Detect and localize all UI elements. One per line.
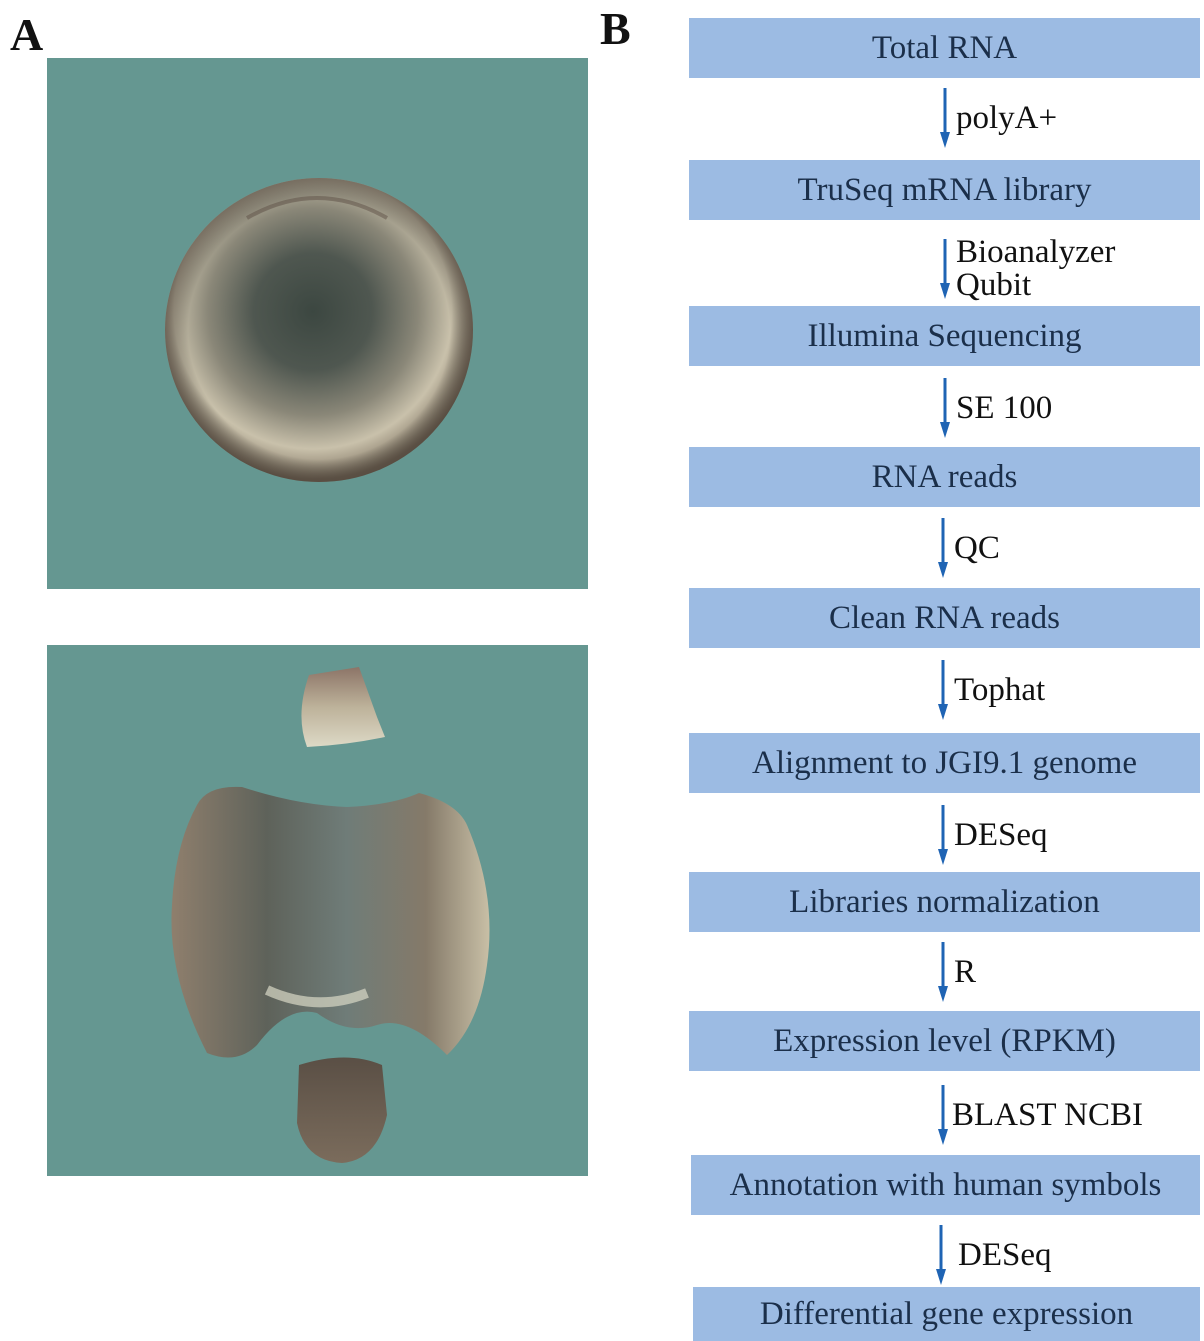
down-arrow-icon [938, 237, 952, 301]
step-label-line1: Bioanalyzer [956, 236, 1115, 269]
down-arrow-icon [936, 805, 950, 865]
step-label: Bioanalyzer Qubit [956, 236, 1115, 302]
step-label: DESeq [958, 1239, 1052, 1272]
workflow-box-expression-level: Expression level (RPKM) [689, 1011, 1200, 1071]
embryo-whole-photo [47, 58, 588, 589]
workflow-box-differential-expression: Differential gene expression [693, 1287, 1200, 1341]
workflow-step-bioanalyzer-qubit: Bioanalyzer Qubit [938, 236, 1115, 302]
workflow-box-annotation: Annotation with human symbols [691, 1155, 1200, 1215]
workflow-step-blast: BLAST NCBI [936, 1085, 1143, 1145]
step-label-line2: Qubit [956, 269, 1115, 302]
workflow-step-deseq-2: DESeq [934, 1225, 1052, 1285]
down-arrow-icon [934, 1225, 948, 1285]
step-label: BLAST NCBI [952, 1099, 1143, 1132]
workflow-step-polya: polyA+ [938, 88, 1057, 148]
step-label: Tophat [954, 674, 1045, 707]
down-arrow-icon [936, 518, 950, 578]
step-label: SE 100 [956, 392, 1052, 425]
workflow-step-qc: QC [936, 518, 1000, 578]
explant-bottom [297, 1058, 387, 1164]
explant-main-body [171, 787, 489, 1058]
step-label: R [954, 956, 976, 989]
panel-label-b: B [600, 6, 631, 52]
step-label: QC [954, 532, 1000, 565]
workflow-box-clean-rna-reads: Clean RNA reads [689, 588, 1200, 648]
workflow-step-se100: SE 100 [938, 378, 1052, 438]
step-label: DESeq [954, 819, 1048, 852]
down-arrow-icon [938, 378, 952, 438]
workflow-box-truseq-library: TruSeq mRNA library [689, 160, 1200, 220]
down-arrow-icon [938, 88, 952, 148]
workflow-step-r: R [936, 942, 976, 1002]
workflow-box-normalization: Libraries normalization [689, 872, 1200, 932]
workflow-step-tophat: Tophat [936, 660, 1045, 720]
panel-label-a: A [10, 12, 43, 58]
workflow-box-alignment: Alignment to JGI9.1 genome [689, 733, 1200, 793]
embryo-dissected-photo [47, 645, 588, 1176]
workflow-box-illumina-sequencing: Illumina Sequencing [689, 306, 1200, 366]
down-arrow-icon [936, 942, 950, 1002]
down-arrow-icon [936, 1085, 950, 1145]
down-arrow-icon [936, 660, 950, 720]
workflow-step-deseq-1: DESeq [936, 805, 1048, 865]
step-label: polyA+ [956, 102, 1057, 135]
workflow-box-rna-reads: RNA reads [689, 447, 1200, 507]
workflow-box-total-rna: Total RNA [689, 18, 1200, 78]
explant-top [301, 667, 385, 747]
